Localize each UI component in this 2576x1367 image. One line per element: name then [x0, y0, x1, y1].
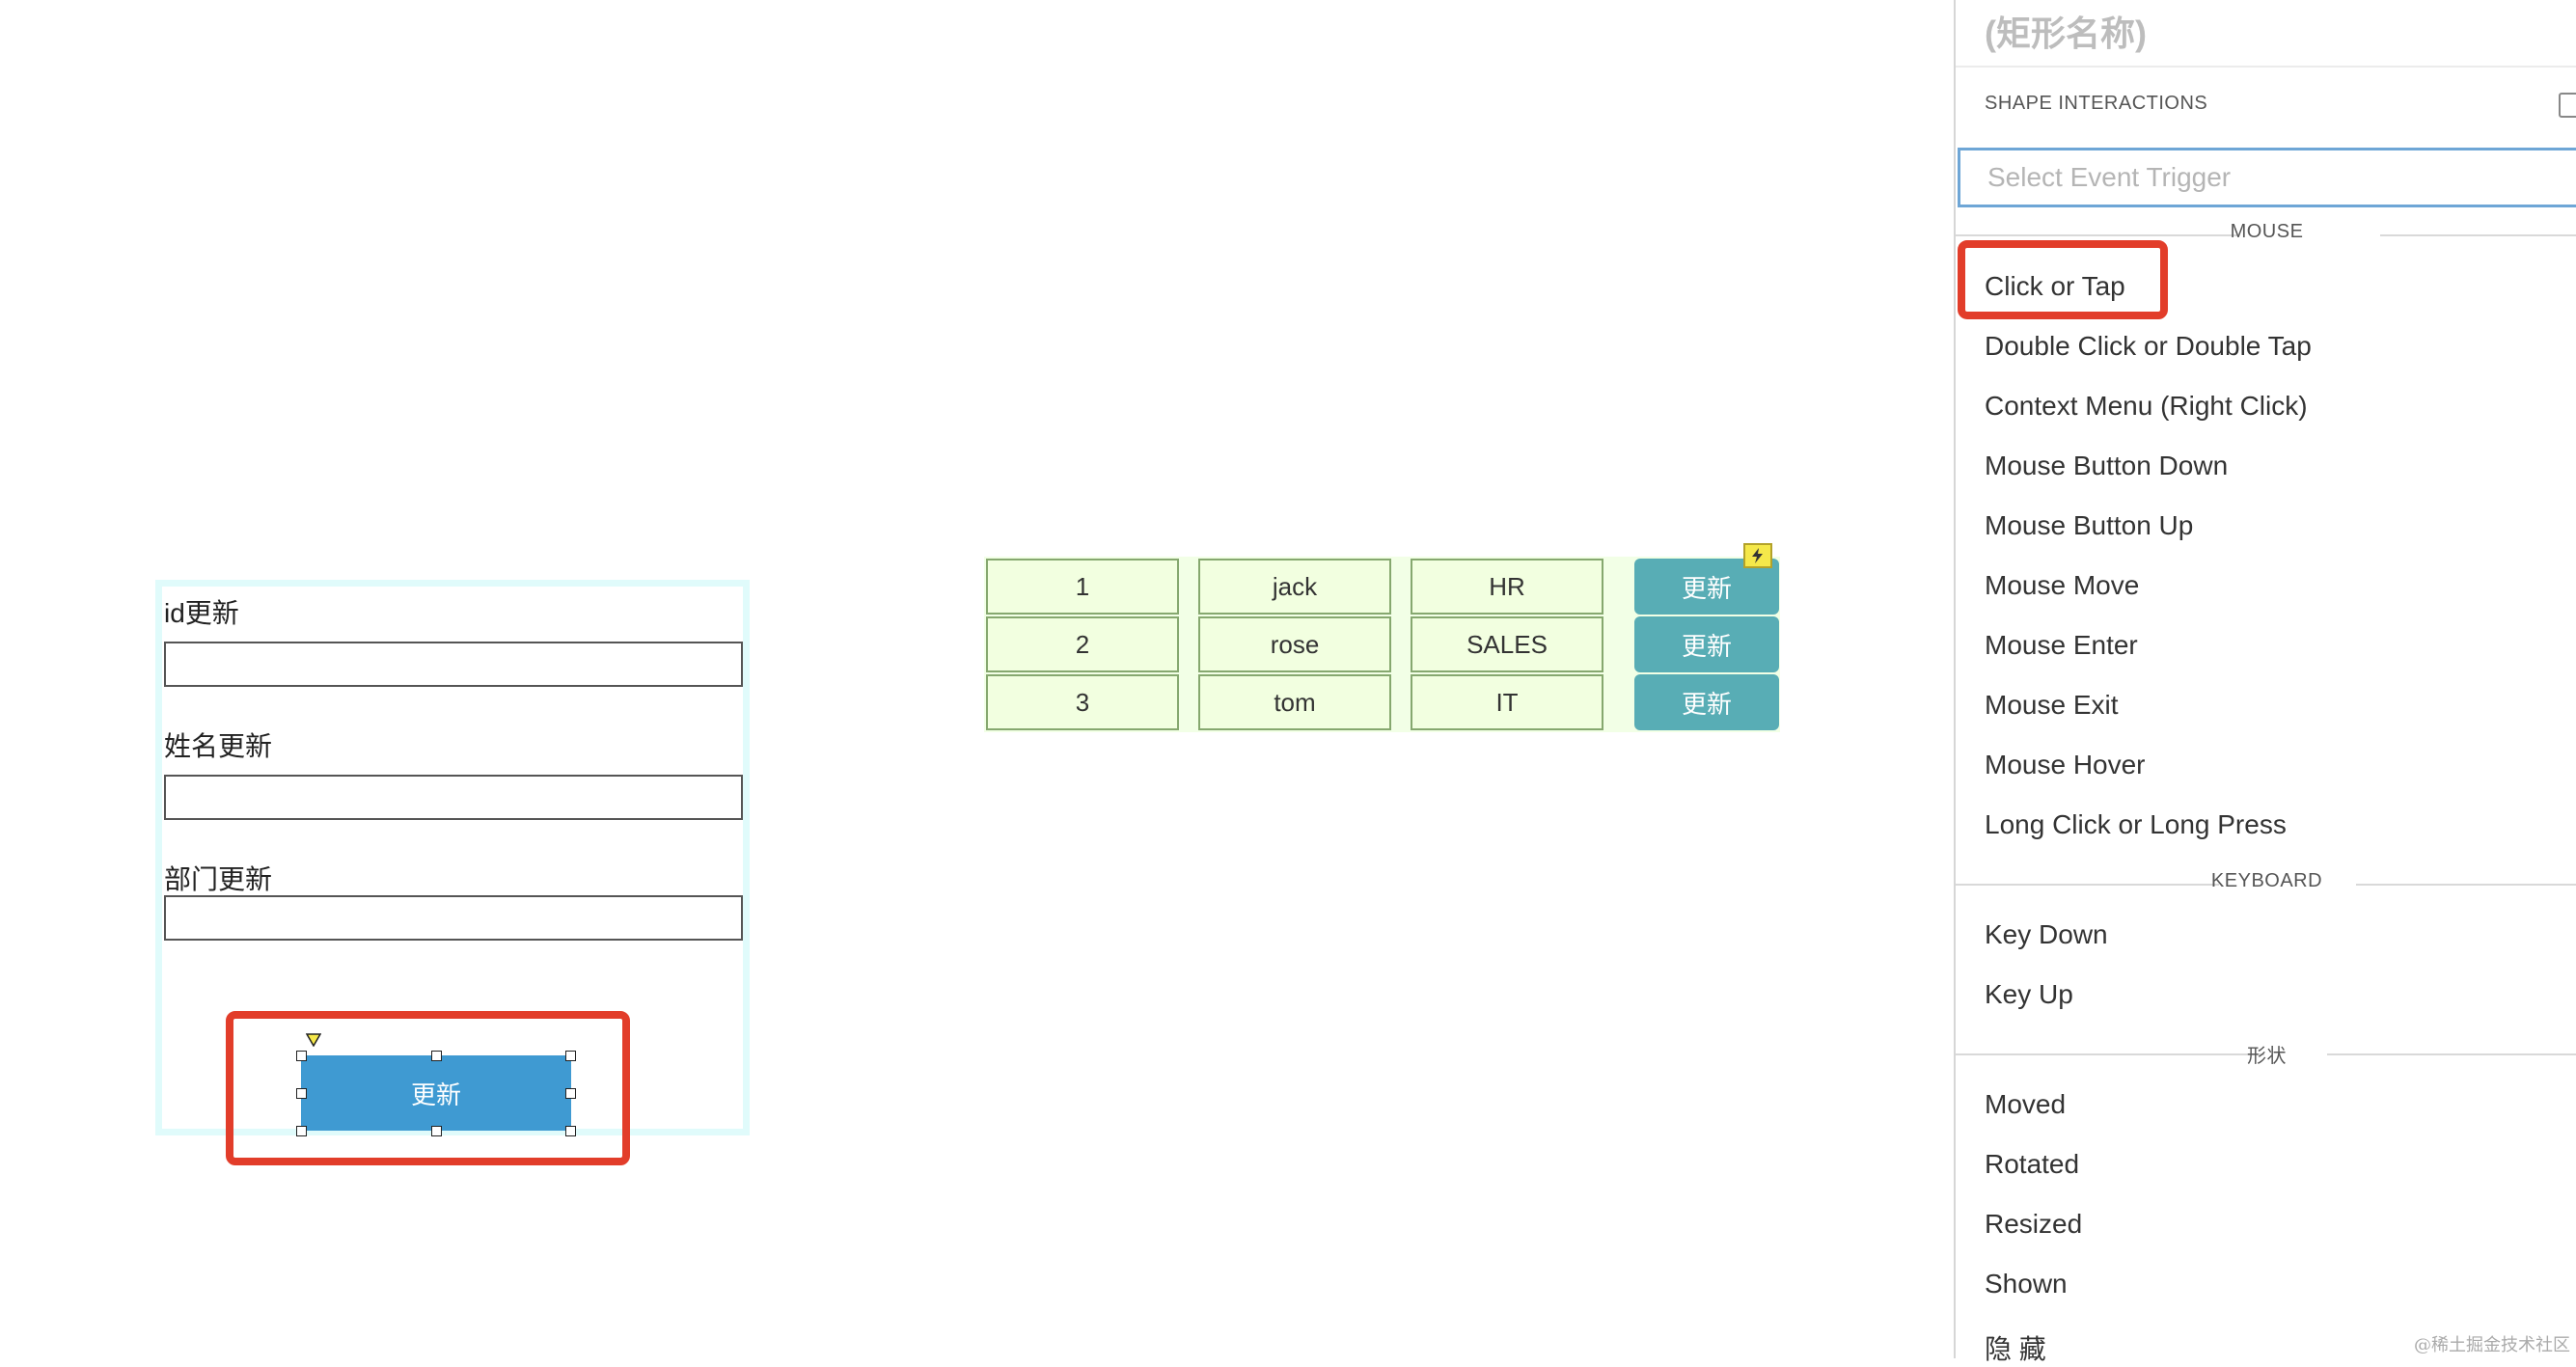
update-button[interactable]: 更新: [301, 1055, 571, 1131]
menu-item-mouse-enter[interactable]: Mouse Enter: [1985, 630, 2138, 660]
menu-item-long-click[interactable]: Long Click or Long Press: [1985, 809, 2287, 839]
cell-dept[interactable]: IT: [1411, 674, 1603, 730]
cell-id[interactable]: 3: [986, 674, 1179, 730]
menu-item-hidden[interactable]: 隐 藏: [1985, 1334, 2046, 1364]
cell-dept[interactable]: SALES: [1411, 616, 1603, 672]
menu-item-moved[interactable]: Moved: [1985, 1089, 2067, 1119]
dept-update-label: 部门更新: [164, 864, 273, 894]
panel-divider: [1956, 66, 2576, 68]
selected-trigger-highlight: [1958, 240, 2168, 319]
menu-item-double-click[interactable]: Double Click or Double Tap: [1985, 331, 2312, 361]
cell-name[interactable]: jack: [1198, 559, 1391, 615]
name-update-input[interactable]: [164, 775, 743, 820]
resize-handle-right[interactable]: [565, 1088, 576, 1099]
menu-item-rotated[interactable]: Rotated: [1985, 1149, 2080, 1179]
group-header-shape: 形状: [1956, 1040, 2576, 1069]
update-form-panel: [155, 580, 750, 1135]
row-update-button[interactable]: 更新: [1634, 674, 1779, 730]
shape-name-title[interactable]: (矩形名称): [1985, 14, 2147, 53]
menu-item-click-or-tap[interactable]: Click or Tap: [1985, 271, 2125, 301]
resize-handle-top-right[interactable]: [565, 1051, 576, 1061]
cell-id[interactable]: 2: [986, 616, 1179, 672]
menu-item-resized[interactable]: Resized: [1985, 1209, 2083, 1239]
resize-handle-bottom[interactable]: [431, 1126, 442, 1136]
menu-item-key-up[interactable]: Key Up: [1985, 979, 2073, 1009]
menu-item-shown[interactable]: Shown: [1985, 1269, 2068, 1299]
event-trigger-input[interactable]: [1958, 148, 2576, 207]
copy-icon[interactable]: [2559, 93, 2576, 118]
cell-id[interactable]: 1: [986, 559, 1179, 615]
group-header-mouse: MOUSE: [1956, 221, 2576, 250]
menu-item-mouse-exit[interactable]: Mouse Exit: [1985, 690, 2119, 720]
menu-item-key-down[interactable]: Key Down: [1985, 919, 2108, 949]
selection-highlight-box: [226, 1011, 630, 1165]
menu-item-mouse-hover[interactable]: Mouse Hover: [1985, 750, 2146, 779]
menu-item-context-menu[interactable]: Context Menu (Right Click): [1985, 391, 2308, 421]
resize-handle-bottom-right[interactable]: [565, 1126, 576, 1136]
resize-handle-left[interactable]: [296, 1088, 307, 1099]
anchor-triangle-icon[interactable]: [306, 1033, 321, 1047]
cell-dept[interactable]: HR: [1411, 559, 1603, 615]
menu-item-mouse-button-up[interactable]: Mouse Button Up: [1985, 510, 2194, 540]
menu-item-mouse-button-down[interactable]: Mouse Button Down: [1985, 451, 2229, 480]
cell-name[interactable]: tom: [1198, 674, 1391, 730]
resize-handle-bottom-left[interactable]: [296, 1126, 307, 1136]
cell-name[interactable]: rose: [1198, 616, 1391, 672]
dept-update-input[interactable]: [164, 895, 743, 941]
name-update-label: 姓名更新: [164, 731, 273, 761]
id-update-label: id更新: [164, 598, 239, 628]
id-update-input[interactable]: [164, 642, 743, 687]
interactions-panel: (矩形名称) SHAPE INTERACTIONS MOUSE Click or…: [1954, 0, 2576, 1364]
group-header-keyboard: KEYBOARD: [1956, 870, 2576, 899]
lightning-glyph-icon: [1752, 548, 1763, 563]
watermark: @稀土掘金技术社区: [2414, 1335, 2570, 1355]
lightning-icon[interactable]: [1743, 543, 1772, 568]
resize-handle-top-left[interactable]: [296, 1051, 307, 1061]
menu-item-mouse-move[interactable]: Mouse Move: [1985, 570, 2140, 600]
row-update-button[interactable]: 更新: [1634, 616, 1779, 672]
shape-interactions-label: SHAPE INTERACTIONS: [1985, 93, 2208, 114]
resize-handle-top[interactable]: [431, 1051, 442, 1061]
design-canvas[interactable]: id更新 姓名更新 部门更新 更新 1 jack HR 更新 2 rose SA…: [0, 0, 1954, 1358]
